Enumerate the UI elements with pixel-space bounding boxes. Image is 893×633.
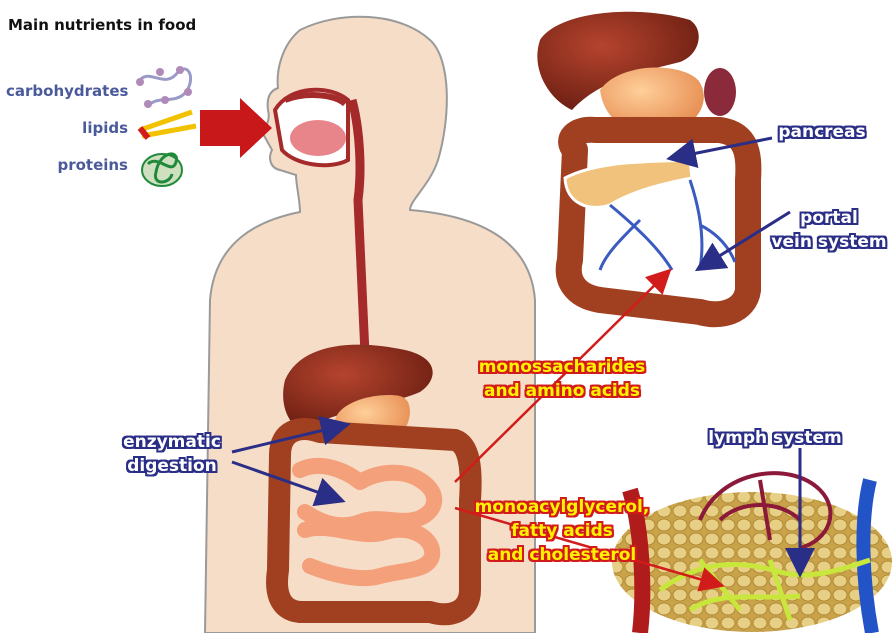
proteins-icon [142,154,182,186]
carbohydrates-icon [136,66,192,108]
pancreas-label: pancreas [772,122,872,143]
lipid-products-label-line2: fatty acids [462,520,662,542]
monosaccharides-label-line1: monossacharides [462,356,662,378]
portal-label-line2: vein system [764,232,893,253]
spleen-detail [704,68,736,116]
proteins-label: proteins [6,156,128,174]
enzymatic-label-line1: enzymatic [112,432,232,453]
diagram-title: Main nutrients in food [8,16,196,34]
enzymatic-label-line2: digestion [112,456,232,477]
portal-label-line1: portal [764,208,893,229]
tongue [290,120,346,156]
lipid-products-label-line1: monoacylglycerol, [462,496,662,518]
ingestion-arrow [200,98,272,158]
carbohydrates-label: carbohydrates [6,82,128,100]
lipid-products-label-line3: and cholesterol [462,544,662,566]
colon-detail [569,130,749,314]
lipids-label: lipids [6,119,128,137]
lipids-icon [140,112,196,138]
monosaccharides-label-line2: and amino acids [462,380,662,402]
lymph-system-label: lymph system [700,428,850,449]
